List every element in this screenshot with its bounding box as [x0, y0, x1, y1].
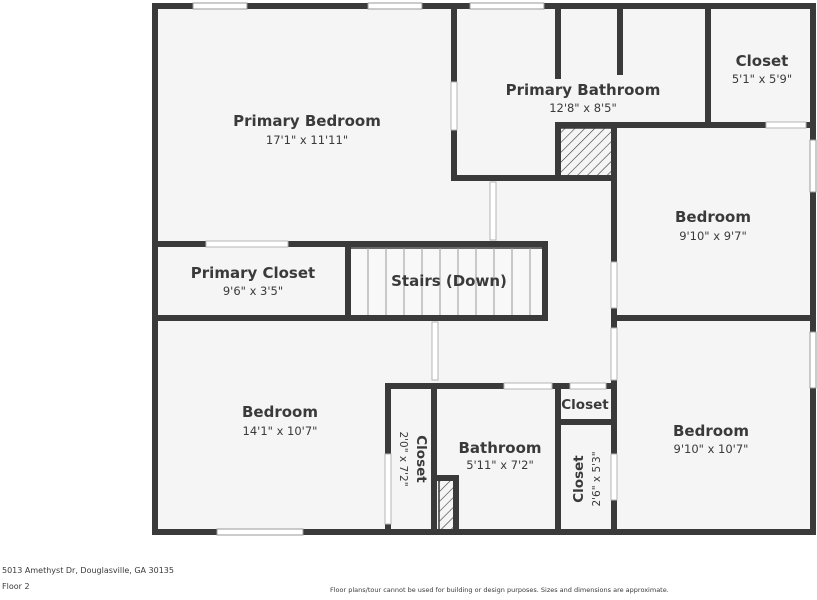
floor-label: Floor 2: [2, 582, 30, 591]
room-name-bedroom-right-top: Bedroom: [675, 208, 751, 226]
hatched-chase-top: [559, 127, 613, 177]
windows: [192, 2, 817, 536]
room-name-closet-vertical-right: Closet: [571, 455, 587, 503]
room-dims-closet-top: 5'1" x 5'9": [732, 72, 792, 86]
room-dims-bedroom-right-top: 9'10" x 9'7": [679, 229, 747, 243]
room-dims-bathroom: 5'11" x 7'2": [466, 458, 534, 472]
property-address: 5013 Amethyst Dr, Douglasville, GA 30135: [2, 566, 174, 575]
room-dims-closet-vertical-right: 2'6" x 5'3": [591, 451, 603, 506]
room-dims-closet-vertical-left: 2'0" x 7'2": [397, 431, 409, 486]
room-name-bathroom: Bathroom: [458, 439, 541, 457]
room-name-primary-closet: Primary Closet: [191, 264, 315, 282]
stairs-treads: [349, 247, 547, 317]
room-dims-primary-bathroom: 12'8" x 8'5": [549, 101, 617, 115]
room-name-closet-vertical-left: Closet: [413, 435, 429, 483]
room-name-bedroom-right-bottom: Bedroom: [673, 422, 749, 440]
room-name-closet-small: Closet: [561, 397, 609, 413]
hatched-chase-bottom: [438, 479, 456, 531]
room-dims-primary-bedroom: 17'1" x 11'11": [266, 133, 348, 147]
room-dims-bedroom-left: 14'1" x 10'7": [243, 424, 318, 438]
doorways: [205, 81, 807, 525]
floor-plan: Primary Bedroom 17'1" x 11'11" Primary B…: [152, 2, 817, 536]
disclaimer-text: Floor plans/tour cannot be used for buil…: [330, 586, 669, 594]
room-dims-primary-closet: 9'6" x 3'5": [223, 284, 283, 298]
room-name-primary-bathroom: Primary Bathroom: [506, 81, 661, 99]
room-dims-bedroom-right-bottom: 9'10" x 10'7": [674, 442, 749, 456]
room-name-stairs: Stairs (Down): [391, 272, 507, 290]
room-name-primary-bedroom: Primary Bedroom: [233, 112, 381, 130]
room-name-closet-top: Closet: [736, 52, 789, 70]
room-name-bedroom-left: Bedroom: [242, 403, 318, 421]
